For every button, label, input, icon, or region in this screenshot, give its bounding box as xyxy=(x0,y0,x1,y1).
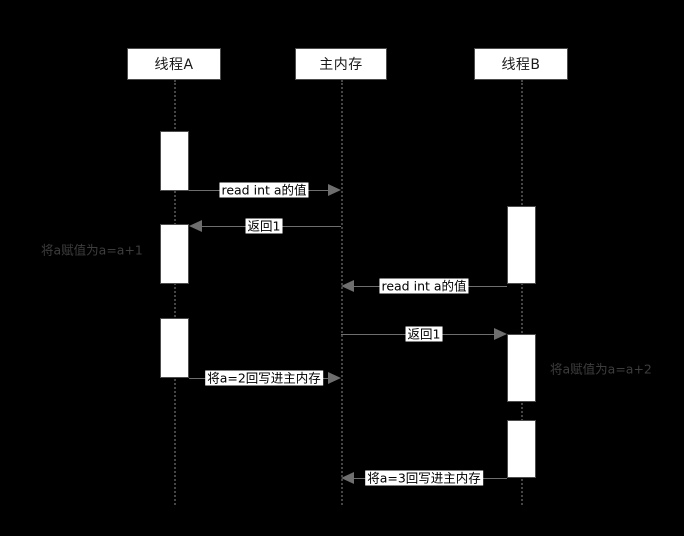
activation-bar xyxy=(507,420,536,478)
note-thread-b-assignment: 将a赋值为a=a+2 xyxy=(550,361,652,377)
arrow-head-right-icon xyxy=(328,184,341,196)
lifeline-thread-b xyxy=(521,80,523,505)
lifeline-thread-a xyxy=(174,80,176,505)
message-label: 将a=3回写进主内存 xyxy=(365,470,483,486)
activation-bar xyxy=(160,224,189,284)
participant-thread-b[interactable]: 线程B xyxy=(474,48,568,80)
lifeline-main-memory xyxy=(341,80,343,505)
activation-bar xyxy=(507,206,536,284)
message-label: read int a的值 xyxy=(219,182,309,198)
message-label: 返回1 xyxy=(405,326,443,342)
note-thread-a-assignment: 将a赋值为a=a+1 xyxy=(41,242,143,258)
arrow-head-left-icon xyxy=(189,220,202,232)
message-label: 返回1 xyxy=(245,218,283,234)
activation-bar xyxy=(507,334,536,402)
message-label: read int a的值 xyxy=(379,278,469,294)
arrow-head-left-icon xyxy=(341,472,354,484)
arrow-head-right-icon xyxy=(494,328,507,340)
message-label: 将a=2回写进主内存 xyxy=(205,370,323,386)
activation-bar xyxy=(160,318,189,378)
arrow-head-left-icon xyxy=(341,280,354,292)
activation-bar xyxy=(160,131,189,191)
arrow-head-right-icon xyxy=(328,372,341,384)
participant-thread-a[interactable]: 线程A xyxy=(127,48,221,80)
participant-main-memory[interactable]: 主内存 xyxy=(295,48,387,80)
